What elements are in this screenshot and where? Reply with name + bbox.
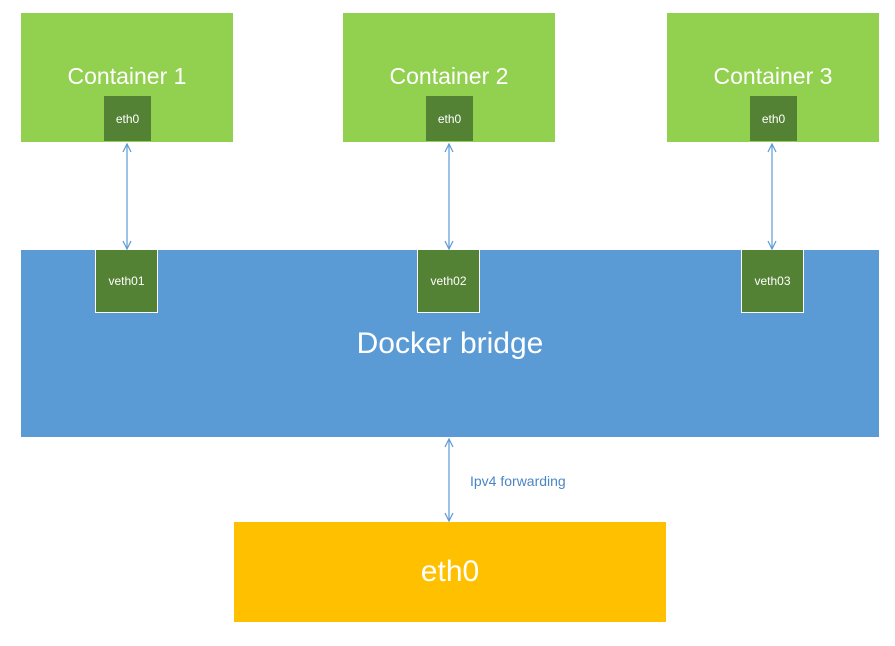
container-3-title: Container 3	[713, 63, 833, 89]
container-2-eth0: eth0	[426, 96, 473, 141]
container-3-eth0: eth0	[750, 96, 797, 141]
container-1: Container 1 eth0	[21, 13, 233, 142]
host-eth0: eth0	[234, 522, 666, 622]
container-1-title: Container 1	[67, 63, 187, 89]
container-3: Container 3 eth0	[667, 13, 879, 142]
container-2: Container 2 eth0	[343, 13, 555, 142]
container-2-title: Container 2	[389, 63, 509, 89]
docker-bridge: veth01 veth02 veth03 Docker bridge	[21, 250, 879, 437]
ipv4-forwarding-label: Ipv4 forwarding	[470, 473, 566, 489]
container-1-eth0: eth0	[104, 96, 151, 141]
veth03-interface: veth03	[741, 250, 804, 313]
veth01-interface: veth01	[95, 250, 158, 313]
docker-bridge-title: Docker bridge	[356, 327, 544, 360]
veth02-interface: veth02	[417, 250, 480, 313]
